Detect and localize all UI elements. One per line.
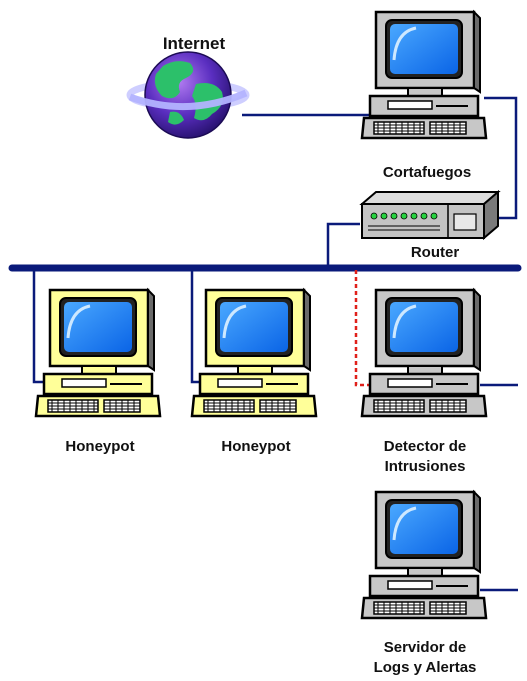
honeypot1-label: Honeypot — [65, 438, 135, 455]
logserver-computer-icon — [360, 490, 488, 620]
ids-computer-icon — [360, 288, 488, 418]
honeypot1-computer-icon — [34, 288, 162, 418]
globe-icon — [126, 51, 250, 139]
link-firewall-router — [484, 96, 518, 220]
firewall-label: Cortafuegos — [382, 164, 472, 181]
ids-label-line1: Detector de — [383, 438, 467, 455]
router-icon — [359, 189, 501, 241]
router-leds — [370, 212, 438, 220]
honeypot2-computer-icon — [190, 288, 318, 418]
ids-monitor-link — [354, 270, 372, 387]
link-honeypot2-bus — [190, 268, 202, 384]
router-label: Router — [410, 244, 460, 261]
internet-label: Internet — [162, 34, 226, 53]
logserver-label-line2: Logs y Alertas — [373, 659, 477, 676]
ids-label-line2: Intrusiones — [384, 458, 466, 475]
logserver-label-line1: Servidor de — [383, 639, 467, 656]
firewall-computer-icon — [360, 10, 488, 140]
link-honeypot1-bus — [32, 268, 46, 384]
honeypot2-label: Honeypot — [221, 438, 291, 455]
link-router-bus — [326, 222, 360, 268]
connection-lines — [32, 96, 518, 592]
